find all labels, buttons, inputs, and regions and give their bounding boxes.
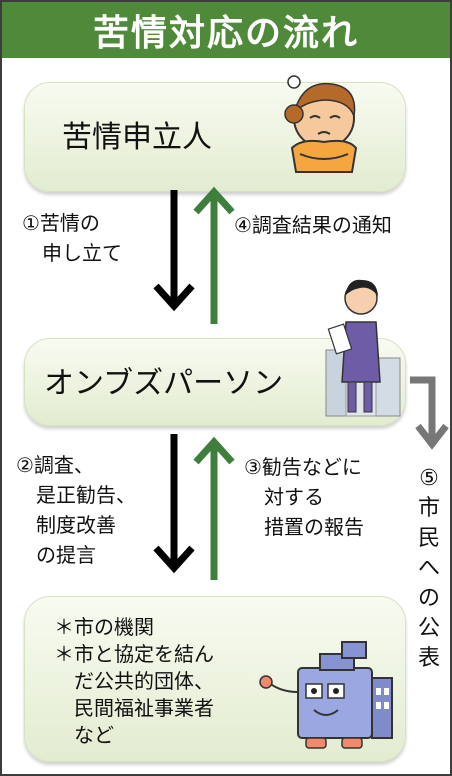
target-item: など bbox=[54, 723, 114, 747]
step1-label: ①苦情の 申し立て bbox=[22, 211, 122, 265]
publication-arrow-icon bbox=[410, 376, 449, 450]
step5-label: ⑤ 市 民 へ の 公 表 bbox=[417, 466, 440, 671]
step3-label: ③勧告などに 対する 措置の報告 bbox=[244, 455, 364, 539]
worried-person-icon bbox=[284, 75, 358, 173]
complainant-label: 苦情申立人 bbox=[62, 120, 212, 155]
up-arrow-icon bbox=[193, 186, 235, 324]
ombudsperson-illustration bbox=[325, 279, 401, 417]
down-arrow-icon bbox=[153, 190, 195, 312]
step2-label: ②調査、 是正勧告、 制度改善 の提言 bbox=[16, 453, 136, 567]
down-arrow-icon bbox=[153, 434, 195, 574]
page-title: 苦情対応の流れ bbox=[92, 13, 359, 54]
step4-label: ④調査結果の通知 bbox=[234, 213, 392, 237]
target-item: ＊市と協定を結ん bbox=[54, 642, 214, 666]
target-item: だ公共的団体、 bbox=[54, 669, 214, 693]
title-bar: 苦情対応の流れ bbox=[2, 2, 450, 58]
target-item: 民間福祉事業者 bbox=[54, 696, 214, 720]
target-item: ＊市の機関 bbox=[54, 615, 154, 639]
building-character-icon bbox=[259, 641, 393, 749]
ombudsperson-label: オンブズパーソン bbox=[44, 366, 284, 401]
target-organizations-list: ＊市の機関 ＊市と協定を結ん だ公共的団体、 民間福祉事業者 など bbox=[54, 614, 214, 749]
up-arrow-icon bbox=[193, 436, 235, 580]
